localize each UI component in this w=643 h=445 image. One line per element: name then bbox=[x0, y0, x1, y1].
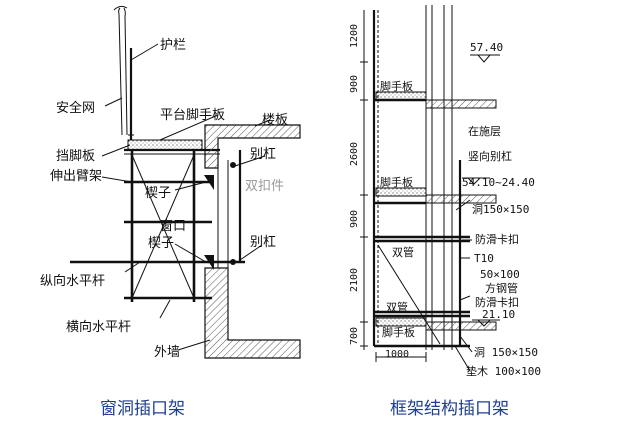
label-scaffold-board-3: 脚手板 bbox=[382, 325, 415, 339]
dim-700: 700 bbox=[349, 327, 360, 345]
label-t-steel: T10 bbox=[474, 252, 494, 265]
label-toe-board: 挡脚板 bbox=[56, 148, 95, 164]
label-vertical-brace: 竖向别杠 bbox=[468, 149, 512, 163]
label-square-steel: 方钢管 bbox=[485, 281, 518, 295]
label-elevation-bottom: 21.10 bbox=[482, 308, 515, 321]
label-window-opening: 窗口 bbox=[160, 218, 186, 234]
label-size-50x100: 50×100 bbox=[480, 268, 520, 281]
label-wedge-bottom: 楔子 bbox=[148, 236, 174, 251]
label-anti-slip-2: 防滑卡扣 bbox=[475, 295, 519, 309]
label-scaffold-board-1: 脚手板 bbox=[380, 79, 413, 93]
label-pad-wood: 垫木 100×100 bbox=[466, 364, 541, 378]
dim-1200: 1200 bbox=[349, 24, 360, 48]
wedge-bottom bbox=[204, 255, 214, 270]
label-brace-bar-bottom: 别杠 bbox=[250, 234, 276, 250]
outer-wall bbox=[204, 267, 301, 359]
window-opening-scaffold: 护栏 安全网 平台脚手板 楼板 挡脚板 伸出臂架 别杠 楔子 双扣件 窗口 楔子… bbox=[40, 5, 301, 360]
frame-structure-scaffold: 1200 900 2600 900 2100 700 bbox=[349, 5, 541, 378]
label-double-pipe-2: 双管 bbox=[386, 300, 408, 314]
label-elevation-range: 54.10~24.40 bbox=[462, 176, 535, 189]
caption-left: 窗洞插口架 bbox=[100, 399, 185, 419]
platform-board bbox=[127, 139, 203, 151]
label-double-pipe-1: 双管 bbox=[392, 245, 414, 259]
label-floor-slab: 楼板 bbox=[262, 113, 288, 128]
label-hole-1: 洞150×150 bbox=[472, 203, 529, 216]
dim-900-bottom: 900 bbox=[349, 210, 360, 228]
caption-right: 框架结构插口架 bbox=[390, 399, 509, 419]
label-platform-board: 平台脚手板 bbox=[160, 107, 225, 123]
label-cantilever-frame: 伸出臂架 bbox=[50, 169, 102, 184]
floor-slab bbox=[204, 124, 301, 169]
dim-2600: 2600 bbox=[349, 142, 360, 166]
label-construction-floor: 在施层 bbox=[468, 125, 501, 138]
label-elevation-top: 57.40 bbox=[470, 41, 503, 54]
wedge-top bbox=[204, 175, 214, 190]
floor-slab-top bbox=[425, 99, 497, 109]
label-scaffold-board-2: 脚手板 bbox=[380, 175, 413, 189]
label-guardrail: 护栏 bbox=[160, 38, 186, 53]
dim-900-top: 900 bbox=[349, 75, 360, 93]
net-hook bbox=[113, 5, 128, 11]
label-outer-wall: 外墙 bbox=[154, 345, 180, 360]
label-transverse-bar: 横向水平杆 bbox=[66, 319, 131, 335]
label-anti-slip-1: 防滑卡扣 bbox=[475, 232, 519, 246]
label-brace-bar-top: 别杠 bbox=[250, 146, 276, 162]
dim-1000: 1000 bbox=[385, 349, 409, 360]
label-wedge-top: 楔子 bbox=[145, 186, 171, 201]
safety-net-line bbox=[118, 7, 128, 136]
label-hole-2: 洞 150×150 bbox=[474, 346, 538, 359]
label-double-clamp: 双扣件 bbox=[245, 179, 284, 194]
label-safety-net: 安全网 bbox=[56, 100, 95, 116]
elevation-marker bbox=[470, 54, 500, 63]
dim-2100: 2100 bbox=[349, 268, 360, 292]
label-longitudinal-bar: 纵向水平杆 bbox=[40, 273, 105, 289]
